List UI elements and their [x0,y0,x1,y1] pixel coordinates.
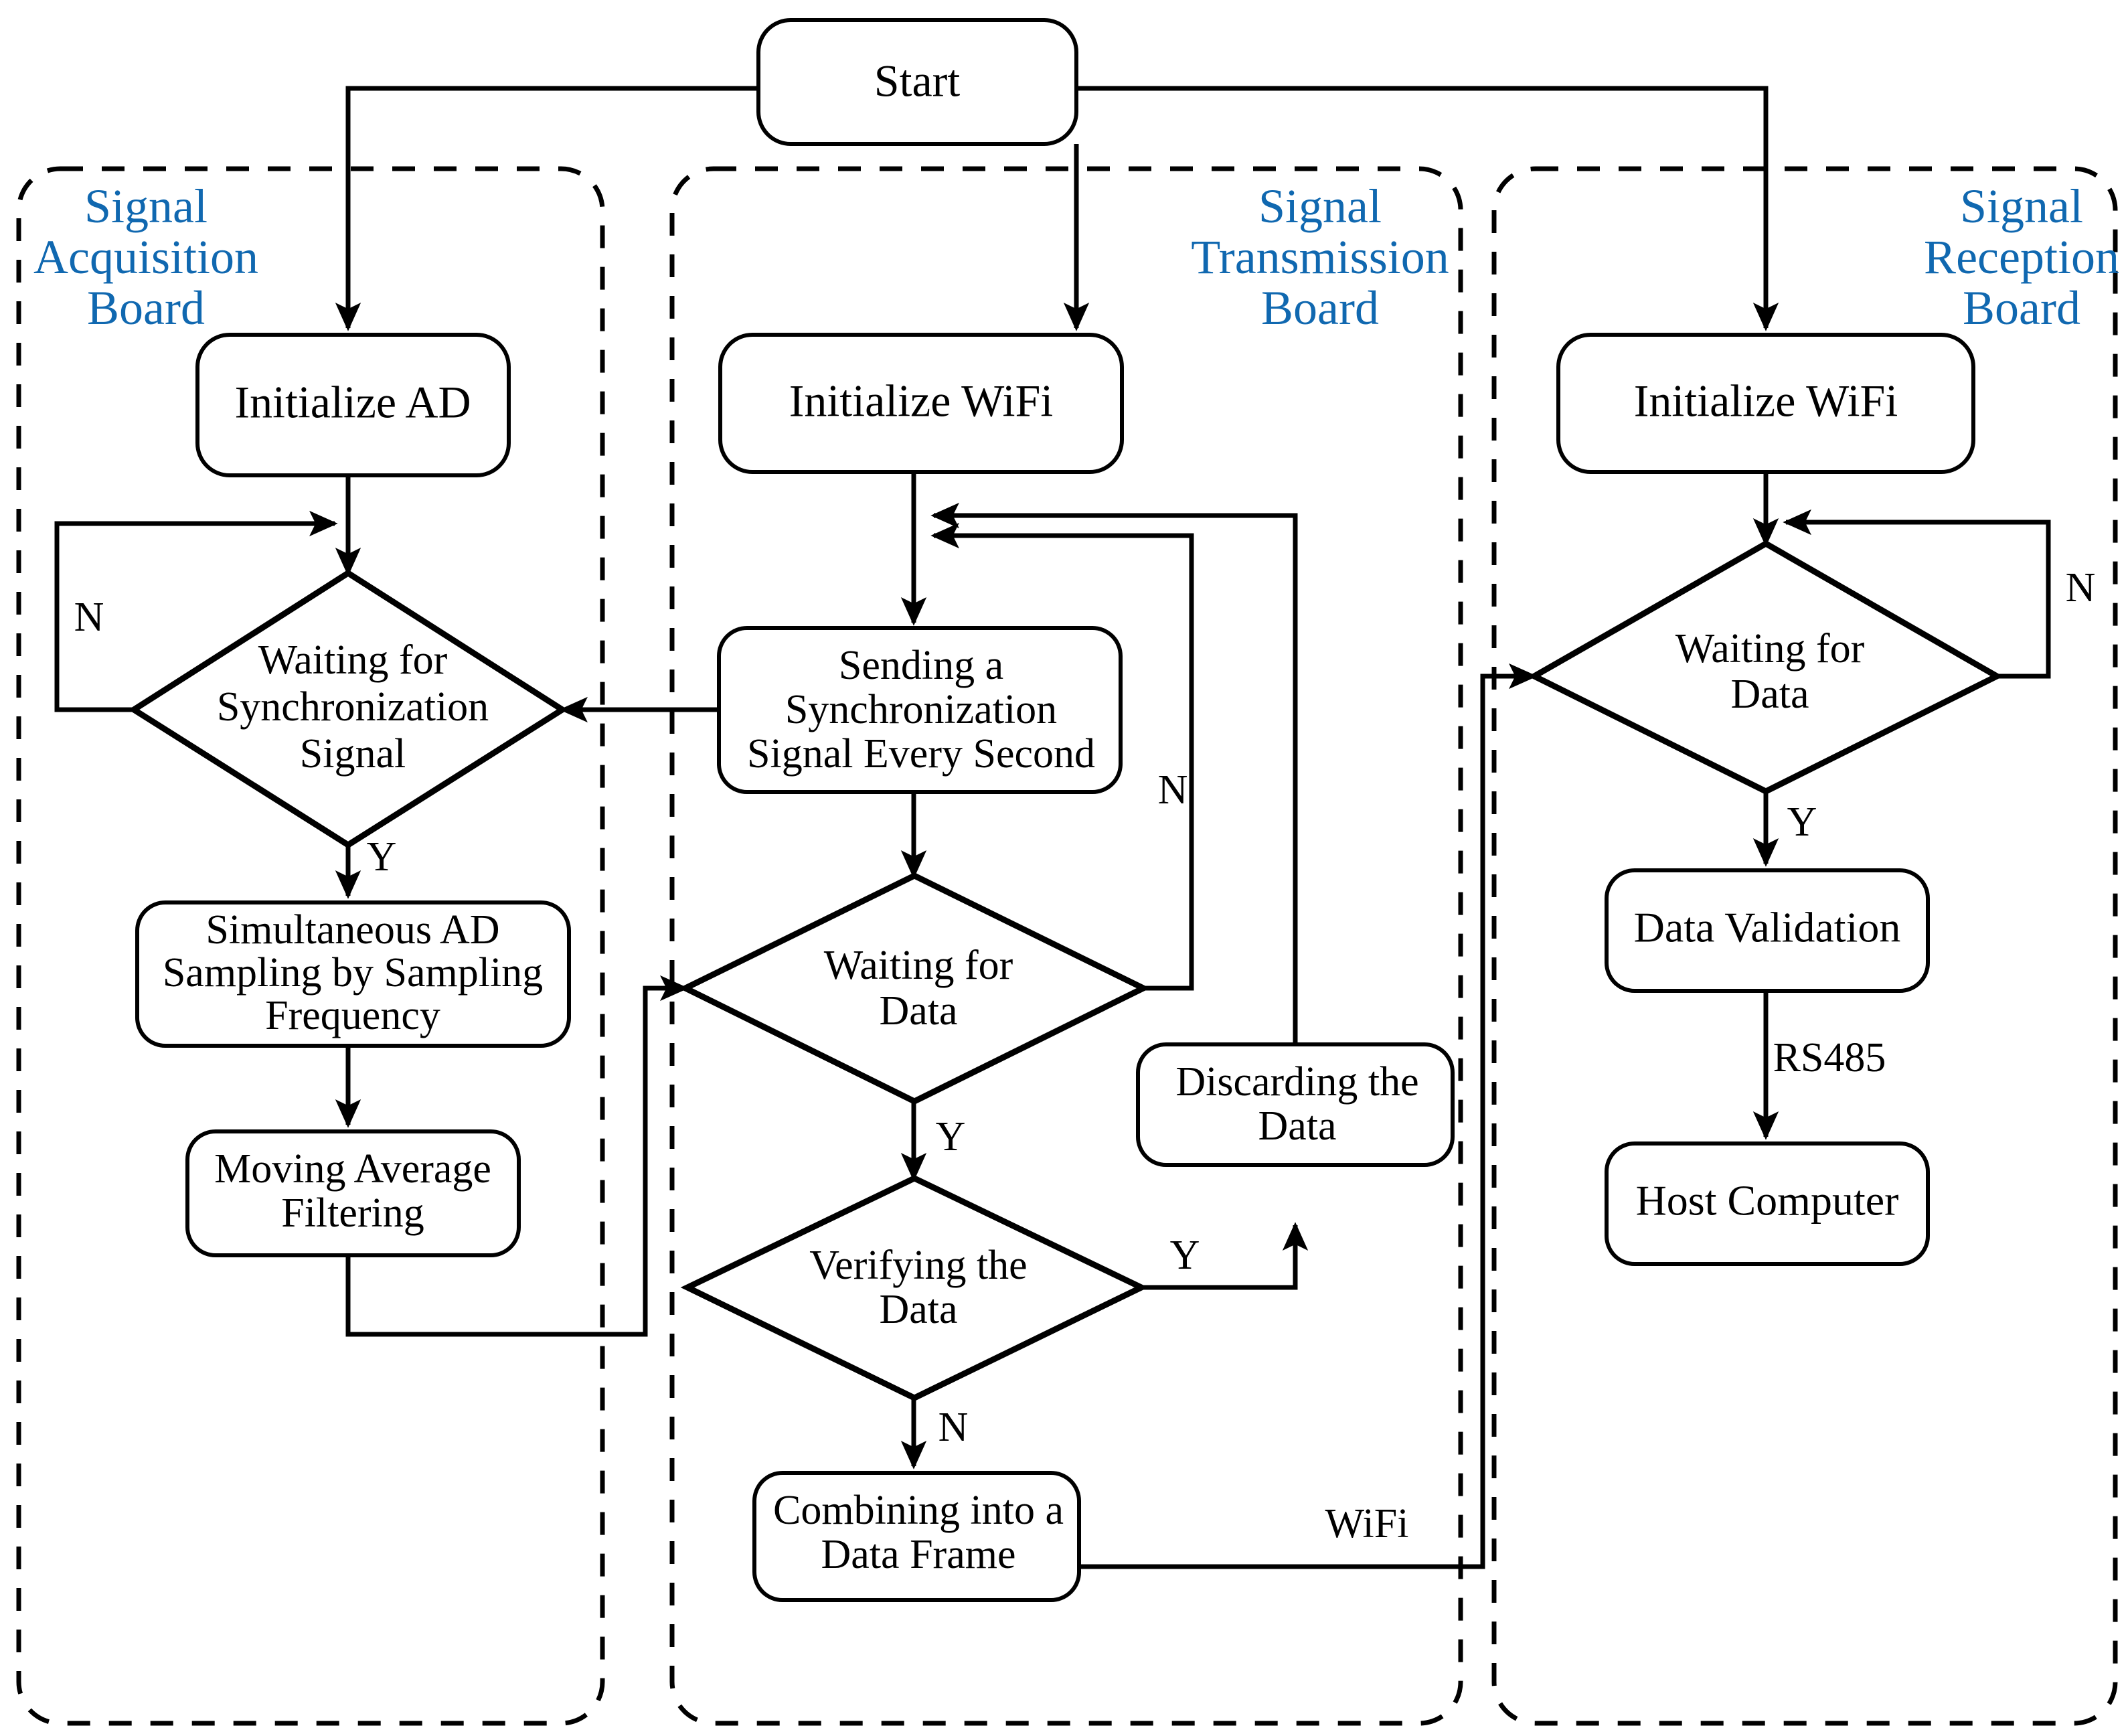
node-sending-sync-line-2: Signal Every Second [747,731,1095,777]
node-discarding-line-1: Data [1258,1103,1336,1149]
edge-wait-sync-no-loop [54,510,338,712]
node-wait-sync-line-1: Synchronization [217,684,489,730]
node-wait-sync-line-0: Waiting for [258,637,448,683]
panel-label-reception-line-2: Board [1963,281,2080,335]
edge-start-to-init-wifi-rx [1076,86,1779,331]
edge-label-sync-yes: Y [367,834,397,880]
node-wait-data-tx-line-0: Waiting for [824,943,1013,988]
node-combining-line-0: Combining into a [773,1488,1064,1533]
panel-label-acquisition-line-2: Board [87,281,205,335]
node-host-computer[interactable]: Host Computer [1605,1141,1930,1266]
node-verify-data[interactable]: Verifying the Data [680,1175,1149,1402]
edge-wait-data-tx-no-loop [930,522,1194,991]
edge-label-rs485: RS485 [1773,1035,1886,1081]
node-data-validation[interactable]: Data Validation [1605,868,1930,993]
node-init-wifi-tx[interactable]: Initialize WiFi [718,333,1124,474]
node-wait-data-rx-line-0: Waiting for [1675,626,1865,672]
node-wait-data-rx-line-1: Data [1730,672,1809,717]
edge-label-rx-wait-no: N [2066,565,2096,611]
node-init-ad-label: Initialize AD [234,377,471,428]
node-data-validation-label: Data Validation [1634,904,1901,951]
node-moving-average-line-1: Filtering [281,1190,424,1236]
node-wait-sync-line-2: Signal [300,731,406,777]
panel-label-acquisition: Signal Acquisition Board [33,179,258,335]
edge-verify-yes-to-discarding [1141,1222,1309,1290]
edge-combining-to-wait-data-rx-wifi [1078,663,1538,1569]
edge-discarding-to-sending-sync [930,502,1298,1044]
edge-label-tx-wait-no: N [1158,767,1188,813]
node-verify-data-line-1: Data [879,1287,957,1332]
node-wait-sync[interactable]: Waiting for Synchronization Signal [128,569,568,849]
panel-label-transmission-line-2: Board [1261,281,1379,335]
node-simultaneous-ad[interactable]: Simultaneous AD Sampling by Sampling Fre… [135,900,571,1048]
panel-label-reception-line-0: Signal [1960,179,2083,233]
panel-reception [1491,166,2118,1726]
node-init-wifi-rx[interactable]: Initialize WiFi [1556,333,1975,474]
node-simultaneous-ad-line-2: Frequency [265,993,440,1038]
edge-label-tx-wait-yes: Y [936,1114,966,1160]
panel-label-acquisition-line-1: Acquisition [33,230,258,284]
node-simultaneous-ad-line-1: Sampling by Sampling [163,950,543,996]
node-init-ad[interactable]: Initialize AD [195,333,511,477]
node-combining[interactable]: Combining into a Data Frame [752,1471,1081,1602]
panel-label-transmission-line-0: Signal [1258,179,1382,233]
panel-label-transmission: Signal Transmission Board [1191,179,1449,335]
edge-start-to-init-ad [335,86,758,331]
node-init-wifi-tx-label: Initialize WiFi [789,376,1054,426]
node-wait-data-tx[interactable]: Waiting for Data [678,872,1151,1105]
node-sending-sync-line-0: Sending a [839,643,1003,688]
node-simultaneous-ad-line-0: Simultaneous AD [206,907,499,953]
panel-label-reception-line-1: Reception [1924,230,2119,284]
node-sending-sync-line-1: Synchronization [785,687,1057,732]
edge-label-wifi: WiFi [1325,1501,1409,1547]
panel-transmission [669,166,1463,1726]
panel-label-reception: Signal Reception Board [1924,179,2119,335]
node-start[interactable]: Start [756,18,1078,146]
edge-label-verify-yes: Y [1170,1233,1200,1278]
node-wait-data-tx-line-1: Data [879,988,957,1034]
node-init-wifi-rx-label: Initialize WiFi [1634,376,1898,426]
panel-acquisition [16,166,605,1726]
panel-label-transmission-line-1: Transmission [1191,230,1449,284]
node-moving-average[interactable]: Moving Average Filtering [185,1129,521,1257]
node-verify-data-line-0: Verifying the [809,1243,1027,1288]
node-host-computer-label: Host Computer [1636,1177,1899,1225]
node-combining-line-1: Data Frame [821,1532,1016,1577]
node-sending-sync[interactable]: Sending a Synchronization Signal Every S… [717,626,1123,794]
node-moving-average-line-0: Moving Average [214,1146,491,1192]
node-discarding-line-0: Discarding the [1175,1059,1418,1105]
node-start-label: Start [874,56,961,106]
edge-label-rx-wait-yes: Y [1787,799,1817,845]
edge-moving-average-to-wait-data-tx [345,975,689,1337]
node-discarding[interactable]: Discarding the Data [1136,1042,1455,1167]
edge-wait-data-rx-no-loop [1783,509,2051,679]
edge-label-verify-no: N [938,1405,969,1450]
edge-label-sync-no: N [74,595,104,640]
node-wait-data-rx[interactable]: Waiting for Data [1528,540,2003,795]
panel-label-acquisition-line-0: Signal [84,179,208,233]
